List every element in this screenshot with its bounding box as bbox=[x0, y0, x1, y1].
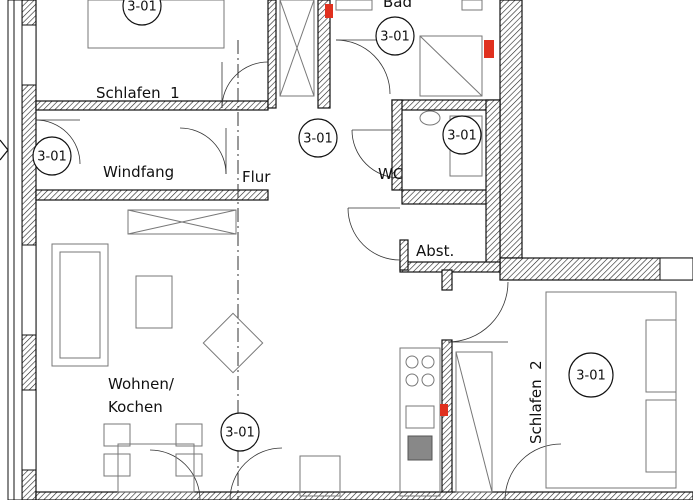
entry-chevron-icon bbox=[0, 139, 9, 161]
wardrobe-windfang bbox=[127, 209, 237, 235]
door-bottom-right-swing bbox=[504, 443, 562, 500]
wall-schlafen2-left-top bbox=[441, 269, 453, 291]
pillow-1 bbox=[645, 319, 677, 393]
wardrobe-hall bbox=[279, 0, 315, 97]
door-bad-swing bbox=[335, 39, 391, 95]
tag-schlafen2-text: 3-01 bbox=[576, 369, 606, 384]
tag-schlafen1-text: 3-01 bbox=[127, 0, 157, 15]
wardrobe-windfang-diag2 bbox=[127, 209, 237, 235]
tag-bad-text: 3-01 bbox=[380, 30, 410, 45]
wall-schlafen2-left bbox=[441, 339, 453, 500]
tag-flur: 3-01 bbox=[298, 118, 338, 158]
hob-4 bbox=[421, 373, 435, 387]
doors bbox=[35, 39, 562, 500]
window-left-2 bbox=[21, 244, 37, 336]
wall-bad-bottom bbox=[391, 99, 501, 111]
tag-wc-text: 3-01 bbox=[447, 129, 477, 144]
label-schlafen2: Schlafen 2 bbox=[527, 360, 545, 444]
marker-red-2 bbox=[484, 40, 494, 58]
shower-diag bbox=[419, 35, 483, 97]
dining-table bbox=[117, 443, 195, 493]
kitchen-appliance bbox=[407, 435, 433, 461]
sofa-seat bbox=[59, 251, 101, 359]
wall-exterior-right-upper bbox=[499, 0, 523, 259]
bed-schlafen2 bbox=[545, 291, 677, 489]
hob-1 bbox=[405, 355, 419, 369]
wall-wc-right bbox=[485, 99, 501, 271]
sofa bbox=[51, 243, 109, 367]
bed-schlafen1 bbox=[87, 0, 225, 49]
wall-wc-bottom bbox=[401, 189, 501, 205]
chair-4 bbox=[175, 453, 203, 477]
window-left-3 bbox=[21, 389, 37, 471]
armchair bbox=[202, 312, 264, 374]
chair-1 bbox=[103, 423, 131, 447]
hob-2 bbox=[421, 355, 435, 369]
door-windfang-swing bbox=[179, 127, 227, 175]
label-schlafen1: Schlafen 1 bbox=[96, 84, 180, 102]
wall-flur-top bbox=[267, 0, 277, 109]
door-abst-swing bbox=[347, 207, 401, 261]
shower-tray bbox=[419, 35, 483, 97]
wall-schlafen1-bottom bbox=[35, 100, 269, 111]
marker-red-3 bbox=[440, 404, 448, 416]
label-abst: Abst. bbox=[416, 242, 454, 260]
door-schlafen2-swing bbox=[447, 281, 509, 343]
walls bbox=[7, 0, 693, 500]
furniture bbox=[51, 0, 677, 497]
wardrobe-schlafen2 bbox=[455, 351, 493, 493]
label-bad: Bad bbox=[383, 0, 412, 11]
wall-windfang-bottom bbox=[35, 189, 269, 201]
kitchen-cabinet bbox=[299, 455, 341, 497]
wc-bad bbox=[461, 0, 483, 11]
marker-red-1 bbox=[325, 4, 333, 18]
tag-schlafen1: 3-01 bbox=[122, 0, 162, 26]
door-schlafen1-swing bbox=[221, 61, 269, 109]
chair-2 bbox=[175, 423, 203, 447]
room-labels: Bad Schlafen 1 Windfang Flur WC Abst. Wo… bbox=[96, 0, 545, 444]
label-windfang: Windfang bbox=[103, 163, 174, 181]
wall-wc-left bbox=[391, 99, 403, 191]
window-left-1 bbox=[21, 24, 37, 86]
wardrobe-hall-diag2 bbox=[279, 0, 315, 97]
label-wc: WC bbox=[378, 165, 403, 183]
tag-flur-text: 3-01 bbox=[303, 132, 333, 147]
wall-bottom bbox=[35, 491, 693, 500]
facade-strip-left bbox=[7, 0, 23, 500]
wall-bad-left bbox=[317, 0, 331, 109]
kitchen-sink bbox=[405, 405, 435, 429]
label-kochen: Kochen bbox=[108, 398, 163, 416]
tag-wohnen: 3-01 bbox=[220, 412, 260, 452]
unit-tags: 3-01 3-01 3-01 3-01 3-01 3-01 3-01 bbox=[32, 0, 614, 452]
washbasin-bad bbox=[335, 0, 373, 11]
coffee-table bbox=[135, 275, 173, 329]
label-flur: Flur bbox=[242, 168, 271, 186]
pillow-2 bbox=[645, 399, 677, 473]
tag-wohnen-text: 3-01 bbox=[225, 426, 255, 441]
tag-wc: 3-01 bbox=[442, 115, 482, 155]
door-bottom-left-swing bbox=[149, 449, 201, 500]
door-entry-swing bbox=[35, 119, 81, 165]
chair-3 bbox=[103, 453, 131, 477]
tag-windfang: 3-01 bbox=[32, 136, 72, 176]
door-wc-swing bbox=[351, 129, 401, 179]
tag-bad: 3-01 bbox=[375, 16, 415, 56]
label-wohnen: Wohnen/ bbox=[108, 375, 175, 393]
window-right bbox=[659, 257, 693, 281]
wall-abst-left bbox=[399, 239, 409, 271]
tag-windfang-text: 3-01 bbox=[37, 150, 67, 165]
hob-3 bbox=[405, 373, 419, 387]
tag-schlafen2: 3-01 bbox=[568, 352, 614, 398]
washbasin-wc bbox=[419, 110, 441, 126]
door-bottom-swing bbox=[229, 447, 283, 500]
wardrobe-schlafen2-diag bbox=[455, 351, 493, 493]
kitchen-counter bbox=[399, 347, 441, 497]
